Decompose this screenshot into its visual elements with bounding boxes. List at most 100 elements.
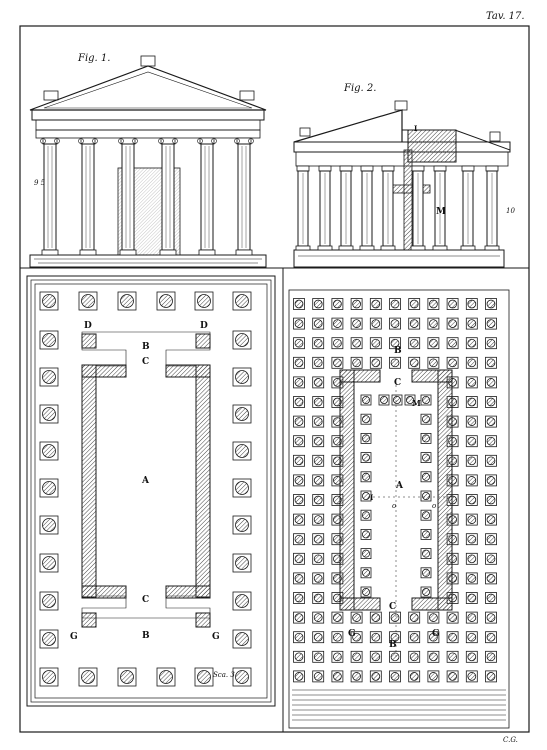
plan-column — [427, 670, 440, 683]
plan-column — [485, 494, 497, 506]
column-drum — [467, 534, 477, 544]
column-drum — [294, 495, 304, 505]
column-drum — [352, 358, 361, 368]
column-drum — [294, 378, 304, 387]
column-drum — [467, 378, 477, 387]
column-drum — [371, 319, 381, 328]
frieze — [35, 119, 261, 131]
plan-column — [360, 432, 372, 444]
plan-column — [293, 650, 305, 663]
plan-column — [232, 291, 252, 311]
plan-column — [465, 650, 478, 663]
plan-column — [485, 435, 497, 448]
entrance-steps — [292, 689, 506, 721]
acroterion-left — [43, 90, 59, 101]
plan-column — [465, 298, 478, 310]
figure-1-label: Fig. 1. — [78, 53, 111, 64]
plan-column — [156, 667, 176, 687]
volute — [92, 138, 98, 144]
volute — [234, 138, 240, 144]
column-drum — [371, 672, 381, 681]
plan-column — [465, 454, 478, 467]
plan-column — [485, 376, 497, 389]
column-drum — [294, 417, 304, 426]
plan-column — [39, 515, 59, 535]
plan-column — [465, 356, 478, 369]
plan-column — [39, 404, 59, 424]
column-drum — [333, 613, 342, 622]
plan-column — [391, 394, 403, 406]
plan-column — [465, 611, 478, 624]
column-drum — [361, 395, 370, 404]
volute — [172, 138, 178, 144]
plan-column — [369, 298, 382, 310]
plan-column — [427, 631, 440, 644]
plan-column — [389, 356, 401, 369]
acroterion-top — [140, 55, 156, 67]
column-drum — [390, 358, 400, 368]
column-drum — [352, 652, 361, 662]
column-drum — [486, 613, 496, 622]
plan-column — [293, 611, 305, 624]
plan-column — [312, 533, 325, 546]
plan-column — [312, 415, 325, 428]
column-drum — [448, 672, 457, 681]
column-drum — [371, 652, 381, 662]
column-drum — [467, 515, 477, 524]
plan-column — [293, 533, 305, 546]
plan-column — [485, 337, 497, 350]
plan-left-label-c-bottom: C — [142, 595, 150, 605]
column-drum — [467, 436, 477, 446]
plan-column — [485, 415, 497, 428]
column-capital — [381, 165, 395, 172]
cella-wall-bottom-right — [411, 597, 453, 611]
column-drum — [197, 670, 211, 684]
column-base — [410, 245, 426, 251]
column-drum — [42, 594, 56, 608]
plan-right-label-c-top: C — [394, 378, 402, 388]
plan-column — [312, 356, 325, 369]
plan-column — [293, 435, 305, 448]
column-drum — [42, 333, 56, 347]
plan-column — [232, 553, 252, 573]
column-drum — [371, 338, 381, 348]
column-drum — [467, 613, 477, 622]
column-drum — [42, 632, 56, 646]
column-drum — [294, 672, 304, 681]
column-drum — [120, 294, 134, 308]
column-drum — [333, 338, 342, 348]
plan-column — [465, 552, 478, 565]
column-drum — [235, 481, 249, 495]
stylobate — [29, 254, 267, 268]
plan-column — [331, 670, 344, 683]
plan-column — [369, 650, 382, 663]
column-drum — [429, 338, 438, 348]
column-drum — [235, 556, 249, 570]
plan-column — [232, 478, 252, 498]
column-shaft — [121, 143, 135, 251]
column-drum — [486, 515, 496, 524]
column-drum — [294, 397, 304, 407]
plan-column — [39, 667, 59, 687]
column-base — [338, 245, 354, 251]
section-label-m: M — [436, 207, 446, 217]
plan-left-label-d1: D — [84, 321, 92, 331]
column-drum — [81, 294, 95, 308]
column-drum — [486, 378, 496, 387]
plan-column — [232, 441, 252, 461]
plan-column — [331, 337, 344, 350]
plan-column — [389, 650, 401, 663]
column-drum — [313, 613, 323, 622]
cella-wall-top-right — [411, 369, 453, 383]
column-drum — [448, 338, 457, 348]
column-drum — [421, 491, 430, 500]
column-drum — [294, 534, 304, 544]
column-drum — [371, 358, 381, 368]
column-drum — [120, 670, 134, 684]
plan-column — [78, 291, 98, 311]
column-drum — [313, 534, 323, 544]
plan-column — [420, 490, 432, 502]
column-drum — [467, 554, 477, 564]
plan-column — [465, 435, 478, 448]
plan-column — [404, 394, 416, 406]
